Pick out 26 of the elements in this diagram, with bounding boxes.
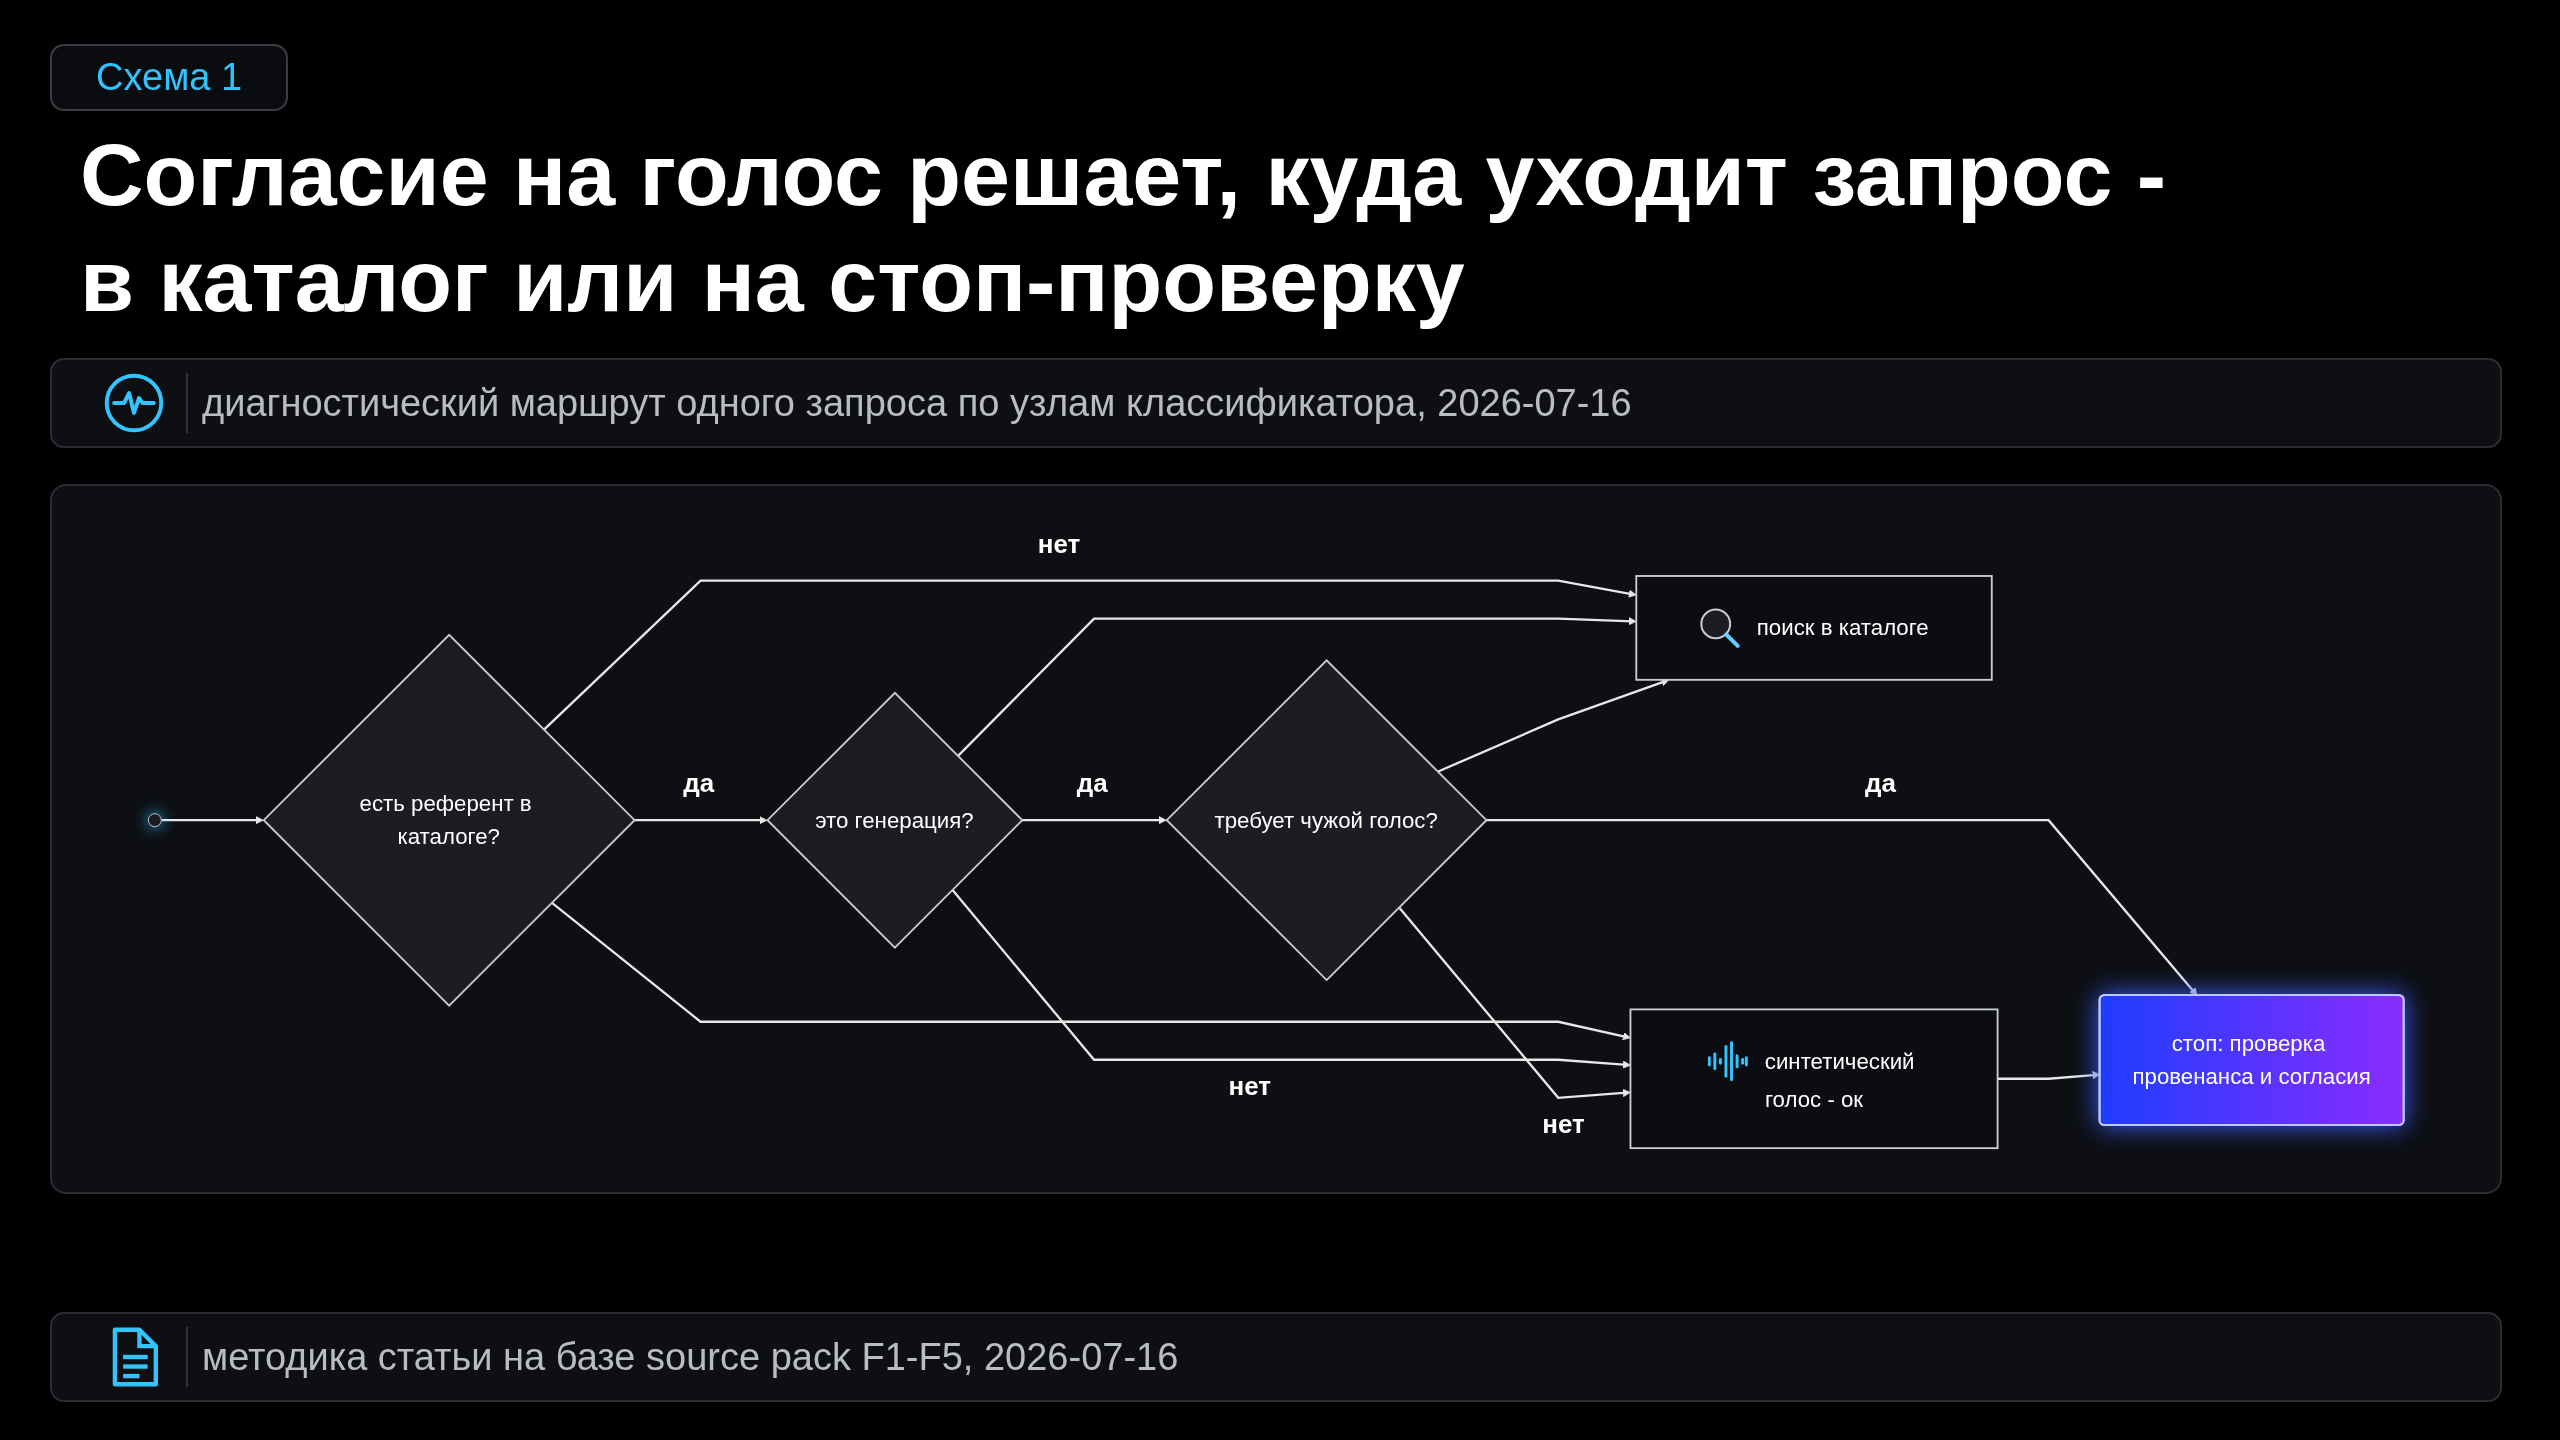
edge-label: нет bbox=[1541, 1108, 1586, 1141]
edge-label: да bbox=[1863, 768, 1897, 800]
arrow bbox=[551, 901, 1631, 1041]
arrow bbox=[957, 617, 1637, 757]
node-text: стоп: проверка провенанса и согласия bbox=[2131, 1029, 2372, 1091]
title: Согласие на голос решает, куда уходит запрос - в каталог или на стоп-проверку bbox=[80, 124, 2168, 332]
arrow bbox=[1021, 816, 1167, 825]
caption: методика статьи на базе source pack F1-F5, 2026-07-16 bbox=[186, 1327, 1179, 1387]
node-text: поиск в каталоге bbox=[1756, 614, 1929, 640]
arrow bbox=[1398, 906, 1631, 1099]
subtitle-text: диагностический маршрут одного запроса по узлам классификатора, 2026-07-16 bbox=[186, 373, 1632, 433]
scheme-badge: Схема 1 bbox=[50, 44, 289, 111]
arrow bbox=[951, 888, 1631, 1069]
arrow bbox=[542, 579, 1637, 731]
arrow bbox=[161, 816, 264, 825]
edge-label: нет bbox=[1227, 1071, 1273, 1103]
arrow bbox=[634, 816, 768, 825]
arrow bbox=[1437, 678, 1670, 773]
edge-label: да bbox=[1075, 768, 1109, 800]
node-text: требует чужой голос? bbox=[1214, 806, 1438, 835]
node-text: есть референт в каталоге? bbox=[358, 789, 533, 851]
edge-label: нет bbox=[1036, 528, 1082, 561]
arrow bbox=[1486, 819, 2198, 996]
edge-label: да bbox=[682, 768, 716, 800]
node-text: синтетический голос - ок bbox=[1764, 1048, 1916, 1112]
node-text: это генерация? bbox=[815, 806, 974, 835]
